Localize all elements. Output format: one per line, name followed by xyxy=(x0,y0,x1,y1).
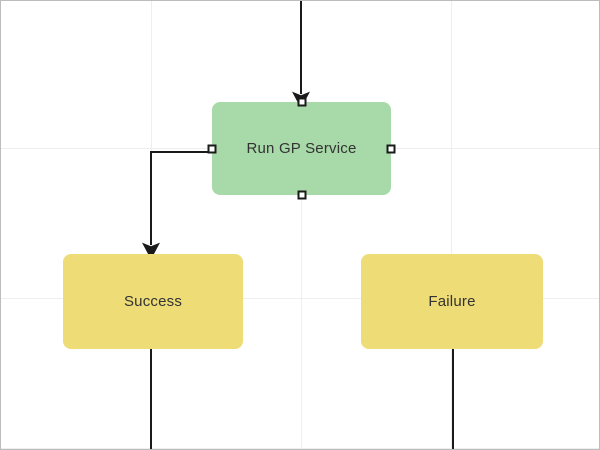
node-label-failure: Failure xyxy=(428,293,476,310)
node-label-success: Success xyxy=(123,293,183,310)
node-label-run-gp-service: Run GP Service xyxy=(246,140,357,157)
handle-left-run-gp-service[interactable] xyxy=(207,144,217,153)
handle-right-run-gp-service[interactable] xyxy=(386,144,396,153)
handle-top-run-gp-service[interactable] xyxy=(297,97,306,107)
node-run-gp-service[interactable]: Run GP Service xyxy=(207,97,396,200)
node-success[interactable]: Success xyxy=(63,254,243,349)
handle-bottom-run-gp-service[interactable] xyxy=(297,190,306,200)
node-failure[interactable]: Failure xyxy=(361,254,543,349)
edge-run-gp-service-to-success[interactable] xyxy=(142,151,211,260)
